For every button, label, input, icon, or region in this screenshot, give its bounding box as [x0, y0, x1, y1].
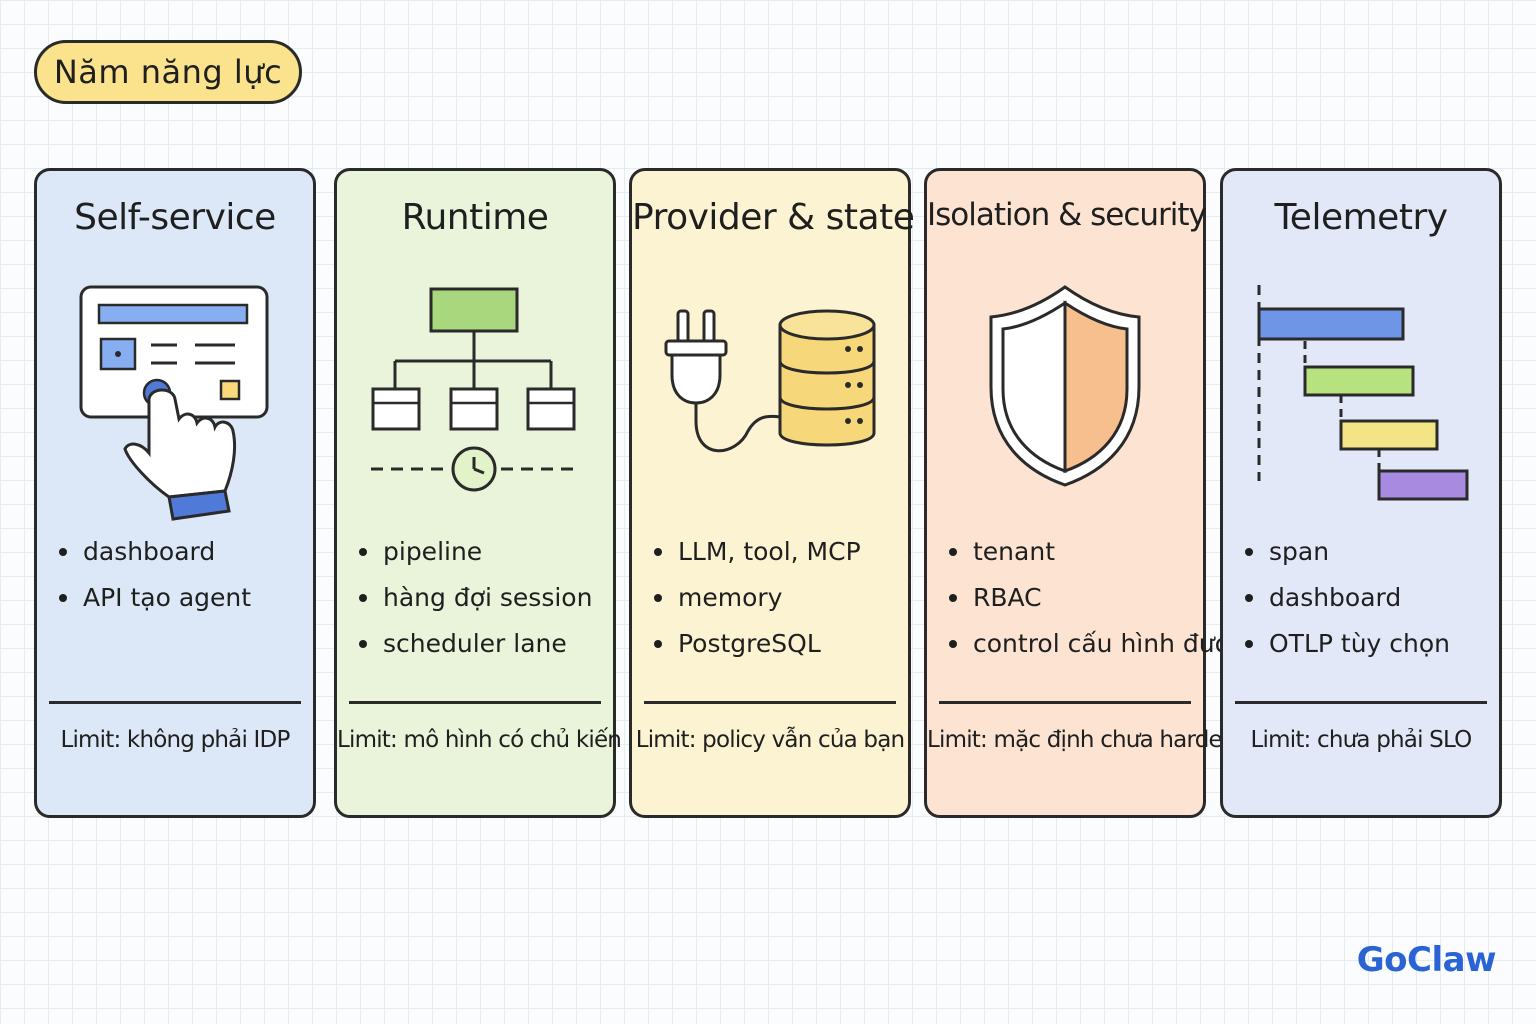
list-item: memory [652, 575, 900, 621]
divider [1235, 701, 1487, 704]
limit-note: Limit: mặc định chưa harden [927, 727, 1236, 753]
limit-note: Limit: mô hình có chủ kiến [337, 727, 622, 753]
list-item: dashboard [57, 529, 305, 575]
card-title: Isolation & security [927, 197, 1207, 233]
bullet-list: dashboard API tạo agent [57, 529, 305, 621]
limit-note: Limit: policy vẫn của bạn [635, 727, 905, 753]
list-item: pipeline [357, 529, 605, 575]
card-title: Self-service [74, 197, 276, 238]
divider [939, 701, 1191, 704]
list-item: PostgreSQL [652, 621, 900, 667]
card-isolation-security: Isolation & security tenant RBAC control… [924, 168, 1244, 818]
list-item: scheduler lane [357, 621, 605, 667]
brand-logo: GoClaw [1356, 940, 1497, 980]
divider [49, 701, 301, 704]
list-item: control cấu hình được [947, 621, 1244, 667]
card-telemetry: Telemetry span dashboard OTLP tùy chọn L… [1220, 168, 1502, 818]
divider [644, 701, 896, 704]
bullet-list: span dashboard OTLP tùy chọn [1243, 529, 1491, 667]
list-item: tenant [947, 529, 1195, 575]
list-item: dashboard [1243, 575, 1491, 621]
list-item: span [1243, 529, 1491, 575]
list-item: OTLP tùy chọn [1243, 621, 1491, 667]
list-item: API tạo agent [57, 575, 305, 621]
limit-note: Limit: không phải IDP [60, 727, 290, 753]
divider [349, 701, 601, 704]
card-provider-state: Provider & state LLM, tool, MCP memory P… [629, 168, 915, 818]
card-title: Runtime [401, 197, 549, 238]
shield-icon [989, 285, 1141, 487]
card-title: Provider & state [632, 197, 915, 238]
dashboard-click-icon [79, 285, 269, 521]
section-title: Năm năng lực [34, 40, 302, 104]
card-self-service: Self-service dashboard API tạo agent Lim… [34, 168, 316, 818]
card-title: Telemetry [1274, 197, 1448, 238]
list-item: RBAC [947, 575, 1195, 621]
trace-timeline-icon [1257, 285, 1469, 501]
pipeline-tree-icon [371, 287, 579, 492]
bullet-list: tenant RBAC control cấu hình được [947, 529, 1244, 667]
list-item: hàng đợi session [357, 575, 605, 621]
bullet-list: pipeline hàng đợi session scheduler lane [357, 529, 605, 667]
limit-note: Limit: chưa phải SLO [1250, 727, 1473, 753]
bullet-list: LLM, tool, MCP memory PostgreSQL [652, 529, 900, 667]
card-runtime: Runtime pipeline hàng đợi session schedu… [334, 168, 622, 818]
plug-database-icon [664, 309, 876, 453]
list-item: LLM, tool, MCP [652, 529, 900, 575]
